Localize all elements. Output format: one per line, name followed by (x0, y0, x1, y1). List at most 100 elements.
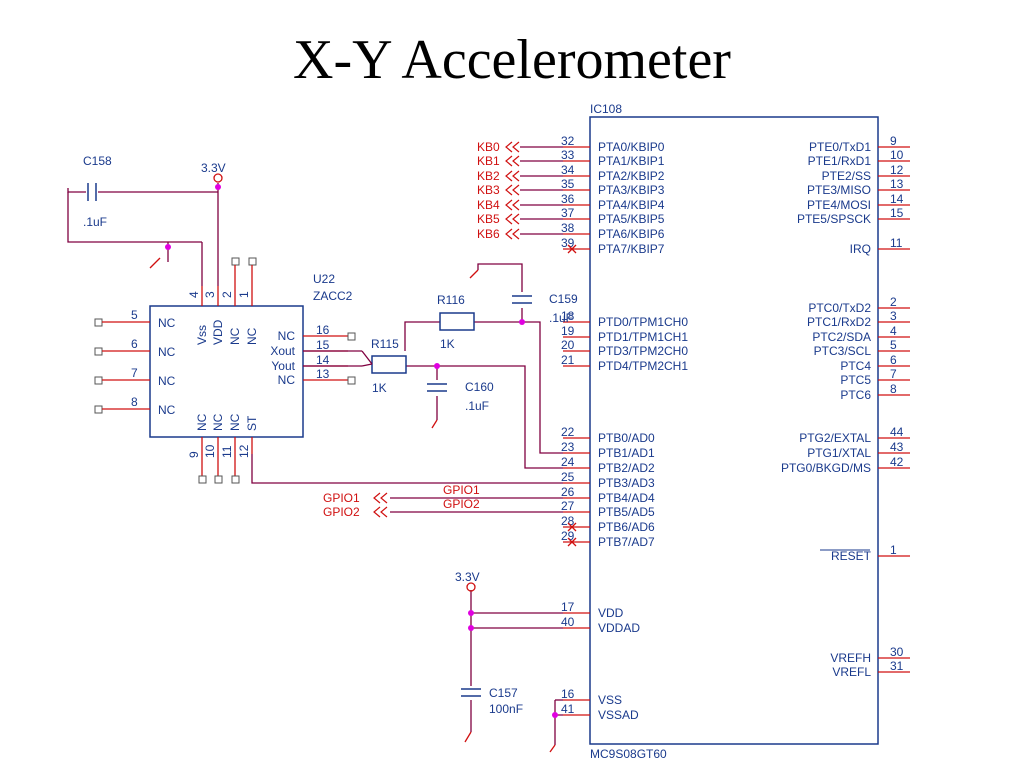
mcu-pin-name: VREFL (832, 665, 871, 679)
mcu-pin-name: PTB7/AD7 (598, 535, 655, 549)
mcu-pin-name: PTE2/SS (822, 169, 871, 183)
mcu-pin-1: 1 RESET (831, 543, 910, 563)
accel-pin-number: 11 (220, 445, 234, 458)
mcu-pin-name: VSSAD (598, 708, 639, 722)
wire-label-gpio2: GPIO2 (443, 497, 480, 511)
c160-value: .1uF (465, 399, 489, 413)
accel-pin-2: 2NC (220, 257, 242, 345)
mcu-pin-name: PTA4/KBIP4 (598, 198, 665, 212)
mcu-pin-number: 21 (561, 353, 575, 367)
mcu-pin-number: 9 (890, 134, 897, 148)
accel-pin-name: NC (158, 316, 176, 330)
mcu-pin-name: PTD3/TPM2CH0 (598, 344, 688, 358)
mcu-pin-number: 10 (890, 148, 904, 162)
accel-pin-number: 7 (131, 366, 138, 380)
accel-pin-name: VDD (211, 319, 225, 345)
mcu-pin-name: VREFH (830, 651, 871, 665)
mcu-pin-name: PTC5 (840, 373, 871, 387)
accel-ref: U22 (313, 272, 335, 286)
mcu-pin-30: 30 VREFH (830, 645, 910, 665)
mcu-pin-number: 24 (561, 455, 575, 469)
mcu-ref: IC108 (590, 102, 622, 116)
mcu-pin-number: 4 (890, 324, 897, 338)
mcu-pin-name: PTG2/EXTAL (799, 431, 871, 445)
mcu-pin-name: PTA7/KBIP7 (598, 242, 665, 256)
junction-dots (165, 184, 558, 718)
power-label-bottom: 3.3V (455, 570, 480, 584)
mcu-pin-name: PTG1/XTAL (807, 446, 871, 460)
mcu-pin-number: 23 (561, 440, 575, 454)
net-label-kb2: KB2 (477, 169, 500, 183)
mcu-pin-23: 23 PTB1/AD1 (561, 440, 655, 460)
accel-pin-number: 1 (237, 291, 251, 298)
power-symbol-top (213, 173, 223, 183)
r115-ref: R115 (371, 337, 399, 351)
accel-pin-name: NC (245, 327, 259, 345)
mcu-pin-name: PTA0/KBIP0 (598, 140, 665, 154)
mcu-pin-number: 39 (561, 236, 575, 250)
accel-pin-number: 9 (187, 451, 201, 458)
mcu-pin-number: 44 (890, 425, 904, 439)
mcu-pin-21: 21 PTD4/TPM2CH1 (561, 353, 688, 373)
mcu-pin-name: PTE0/TxD1 (809, 140, 871, 154)
accel-pin-name: NC (228, 327, 242, 345)
r115-value: 1K (372, 381, 387, 395)
accel-pin-name: NC (158, 345, 176, 359)
mcu-pin-number: 13 (890, 177, 904, 191)
mcu-pin-name: PTE1/RxD1 (808, 154, 872, 168)
net-label-gpio1: GPIO1 (323, 491, 360, 505)
mcu-pin-name: PTB6/AD6 (598, 520, 655, 534)
mcu-pin-name: PTE4/MOSI (807, 198, 871, 212)
accel-pin-8: 8NC (94, 395, 176, 417)
accel-pin-name: Vss (195, 325, 209, 345)
mcu-pin-name: PTC2/SDA (812, 330, 871, 344)
wire-label-gpio1: GPIO1 (443, 483, 480, 497)
mcu-pin-name: PTD0/TPM1CH0 (598, 315, 688, 329)
mcu-pin-number: 22 (561, 425, 575, 439)
accel-pin-number: 16 (316, 323, 330, 337)
mcu-pin-number: 1 (890, 543, 897, 557)
mcu-pin-name: PTB1/AD1 (598, 446, 655, 460)
net-label-gpio2: GPIO2 (323, 505, 360, 519)
accel-pin-number: 15 (316, 338, 330, 352)
mcu-pin-name: PTA2/KBIP2 (598, 169, 665, 183)
accel-pin-number: 4 (187, 291, 201, 298)
accel-pin-number: 3 (203, 291, 217, 298)
mcu-pin-name: RESET (831, 549, 872, 563)
mcu-pin-name: PTA3/KBIP3 (598, 183, 665, 197)
mcu-pin-name: PTD4/TPM2CH1 (598, 359, 688, 373)
mcu-pin-name: VSS (598, 693, 622, 707)
mcu-pin-number: 3 (890, 309, 897, 323)
mcu-pin-name: PTE3/MISO (807, 183, 871, 197)
net-label-kb3: KB3 (477, 183, 500, 197)
accel-pin-10: 10 NC (203, 413, 225, 484)
accel-pin-number: 10 (203, 444, 217, 458)
accel-pin-name: NC (211, 413, 225, 431)
mcu-pin-number: 30 (890, 645, 904, 659)
accel-pins: 5NC6NC7NC8NC16NC15Xout14Yout13NC4Vss3VDD… (94, 257, 356, 484)
